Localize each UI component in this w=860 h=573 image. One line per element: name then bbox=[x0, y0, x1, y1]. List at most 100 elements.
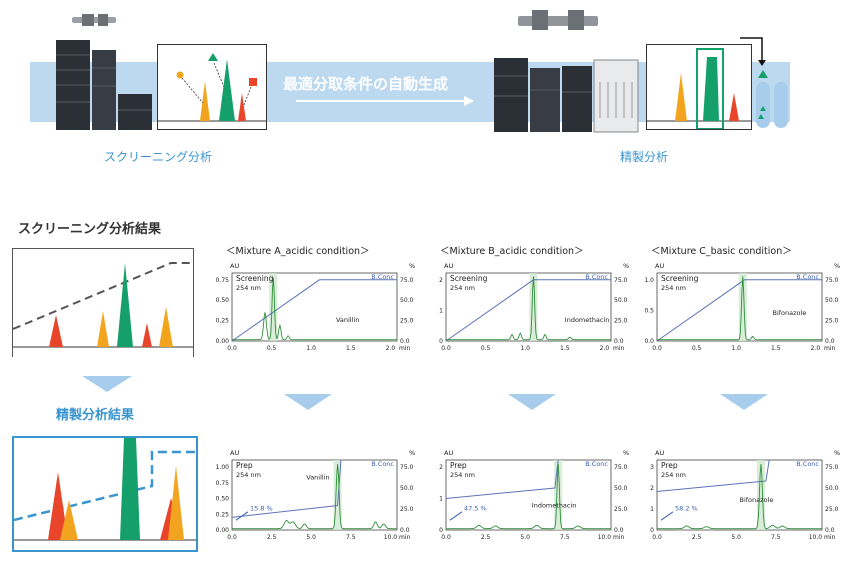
x-tick-label: 7.5 bbox=[560, 534, 570, 541]
right-tick-label: 0.0 bbox=[614, 527, 624, 534]
column-icon bbox=[72, 14, 116, 26]
bconc-label: B.Conc bbox=[371, 460, 394, 468]
start-percent-label: 15.8 % bbox=[250, 504, 273, 512]
screening-result-concept bbox=[12, 248, 194, 357]
trace-line bbox=[232, 464, 397, 530]
plot-frame bbox=[445, 459, 612, 531]
screening-concept-panel bbox=[157, 44, 267, 130]
trace-line bbox=[446, 276, 611, 341]
plot-frame bbox=[656, 272, 823, 342]
right-tick-label: 75.0 bbox=[825, 277, 839, 284]
x-unit-label: min bbox=[613, 534, 625, 541]
gradient-line bbox=[445, 459, 559, 499]
right-tick-label: 0.0 bbox=[400, 527, 410, 534]
x-tick-label: 1.5 bbox=[346, 345, 356, 352]
y-tick-label: 0.75 bbox=[216, 277, 230, 284]
pct-label: % bbox=[623, 262, 629, 270]
x-tick-label: 2.5 bbox=[267, 534, 277, 541]
wavelength-label: 254 nm bbox=[661, 284, 686, 292]
y-tick-label: 0.25 bbox=[216, 318, 230, 325]
mode-label: Prep bbox=[450, 461, 467, 470]
gradient-line bbox=[445, 279, 611, 342]
x-tick-label: 0.0 bbox=[652, 345, 662, 352]
right-tick-label: 75.0 bbox=[614, 277, 628, 284]
wavelength-label: 254 nm bbox=[450, 471, 475, 479]
y-tick-label: 1 bbox=[439, 307, 443, 314]
right-tick-label: 0.0 bbox=[614, 338, 624, 345]
triangle-marker bbox=[208, 53, 218, 61]
x-tick-label: 5.0 bbox=[520, 534, 530, 541]
right-tick-label: 25.0 bbox=[825, 318, 839, 325]
au-label: AU bbox=[655, 262, 664, 270]
peak-green bbox=[219, 59, 235, 121]
prep-concept-panel bbox=[646, 44, 752, 130]
down-arrow-icon bbox=[508, 394, 556, 410]
fraction-tubes bbox=[740, 37, 788, 128]
down-arrow-icon bbox=[82, 376, 132, 392]
x-tick-label: 0.0 bbox=[652, 534, 662, 541]
x-tick-label: 2.0 bbox=[811, 345, 821, 352]
pct-label: % bbox=[623, 449, 629, 457]
au-label: AU bbox=[230, 262, 239, 270]
trace-line bbox=[232, 277, 397, 341]
chart-title: ＜Mixture B_acidic condition＞ bbox=[440, 246, 584, 257]
compound-label: Bifonazole bbox=[773, 309, 807, 317]
start-arrow bbox=[660, 511, 674, 521]
down-arrow-icon bbox=[720, 394, 768, 410]
right-tick-label: 50.0 bbox=[400, 297, 414, 304]
prep-column-icon bbox=[518, 10, 598, 30]
right-tick-label: 25.0 bbox=[400, 506, 414, 513]
x-tick-label: 1.0 bbox=[306, 345, 316, 352]
arrow-right-icon bbox=[296, 96, 474, 106]
compound-label: Indomethacin bbox=[532, 502, 577, 510]
x-unit-label: min bbox=[824, 345, 836, 352]
x-tick-label: 0.5 bbox=[267, 345, 277, 352]
down-arrow-icon bbox=[284, 394, 332, 410]
pct-label: % bbox=[834, 449, 840, 457]
chart-title: ＜Mixture A_acidic condition＞ bbox=[226, 246, 370, 257]
x-tick-label: 0.5 bbox=[692, 345, 702, 352]
x-tick-label: 7.5 bbox=[771, 534, 781, 541]
plot-frame bbox=[231, 459, 398, 531]
right-tick-label: 25.0 bbox=[614, 318, 628, 325]
wavelength-label: 254 nm bbox=[450, 284, 475, 292]
x-tick-label: 2.0 bbox=[386, 345, 396, 352]
bconc-label: B.Conc bbox=[796, 273, 819, 281]
right-tick-label: 50.0 bbox=[825, 297, 839, 304]
x-tick-label: 1.0 bbox=[520, 345, 530, 352]
auto-generation-label: 最適分取条件の自動生成 bbox=[283, 75, 449, 93]
start-percent-label: 47.5 % bbox=[464, 504, 487, 512]
y-tick-label: 2 bbox=[650, 485, 654, 492]
right-tick-label: 25.0 bbox=[400, 318, 414, 325]
x-tick-label: 10.0 bbox=[598, 534, 612, 541]
trace-line bbox=[657, 464, 822, 530]
trace-line bbox=[446, 464, 611, 530]
peak-red bbox=[238, 93, 246, 121]
start-percent-label: 58.2 % bbox=[675, 504, 698, 512]
compound-label: Indomethacin bbox=[565, 316, 610, 324]
y-tick-label: 0.25 bbox=[216, 511, 230, 518]
x-tick-label: 0.0 bbox=[441, 345, 451, 352]
gradient-line bbox=[656, 459, 770, 492]
plot-frame bbox=[231, 272, 398, 342]
gradient-line bbox=[231, 459, 342, 518]
trace-line bbox=[657, 276, 822, 341]
right-tick-label: 0.0 bbox=[825, 338, 835, 345]
y-tick-label: 2 bbox=[439, 464, 443, 471]
x-tick-label: 0.0 bbox=[227, 534, 237, 541]
x-tick-label: 2.5 bbox=[481, 534, 491, 541]
prep-result-concept bbox=[12, 436, 198, 552]
x-tick-label: 5.0 bbox=[306, 534, 316, 541]
x-tick-label: 7.5 bbox=[346, 534, 356, 541]
y-tick-label: 2 bbox=[439, 277, 443, 284]
y-tick-label: 0.75 bbox=[216, 480, 230, 487]
chromatogram-2: ＜Mixture B_acidic condition＞AU%B.ConcScr… bbox=[439, 246, 629, 352]
pct-label: % bbox=[409, 449, 415, 457]
mode-label: Screening bbox=[236, 274, 274, 283]
screening-instrument-image bbox=[56, 14, 152, 130]
x-unit-label: min bbox=[399, 534, 411, 541]
square-marker bbox=[249, 78, 257, 86]
